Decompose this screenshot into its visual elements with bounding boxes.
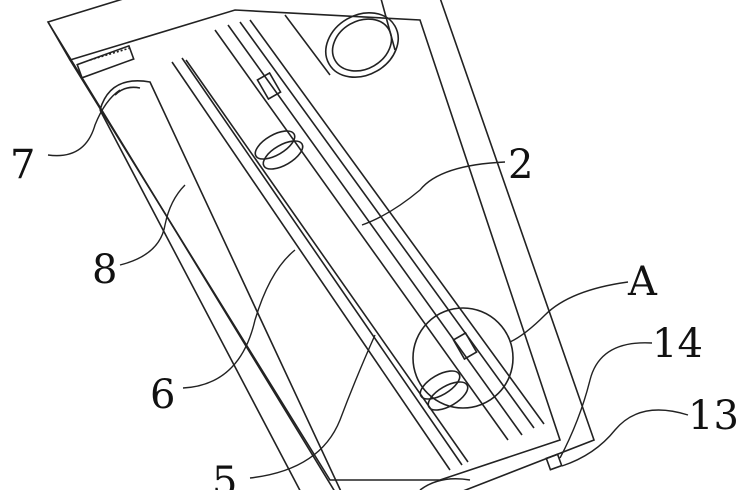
label-a: A	[628, 259, 657, 305]
rails	[171, 19, 545, 471]
label-14: 14	[652, 321, 703, 367]
label-8: 8	[92, 247, 118, 293]
housing-inner	[68, 9, 562, 481]
housing-outline	[46, 0, 596, 490]
switch-part	[545, 453, 563, 471]
roller	[99, 80, 342, 490]
top-bracket	[76, 44, 135, 79]
motor-cylinder	[284, 0, 399, 78]
label-7: 7	[10, 142, 36, 188]
label-6: 6	[150, 372, 176, 418]
label-5: 5	[212, 459, 238, 490]
spring-lower	[419, 331, 478, 411]
label-13: 13	[688, 393, 739, 439]
spring-upper	[254, 71, 304, 170]
leader-lines	[47, 89, 689, 479]
detail-circle-a	[412, 307, 514, 409]
label-2: 2	[508, 142, 534, 188]
